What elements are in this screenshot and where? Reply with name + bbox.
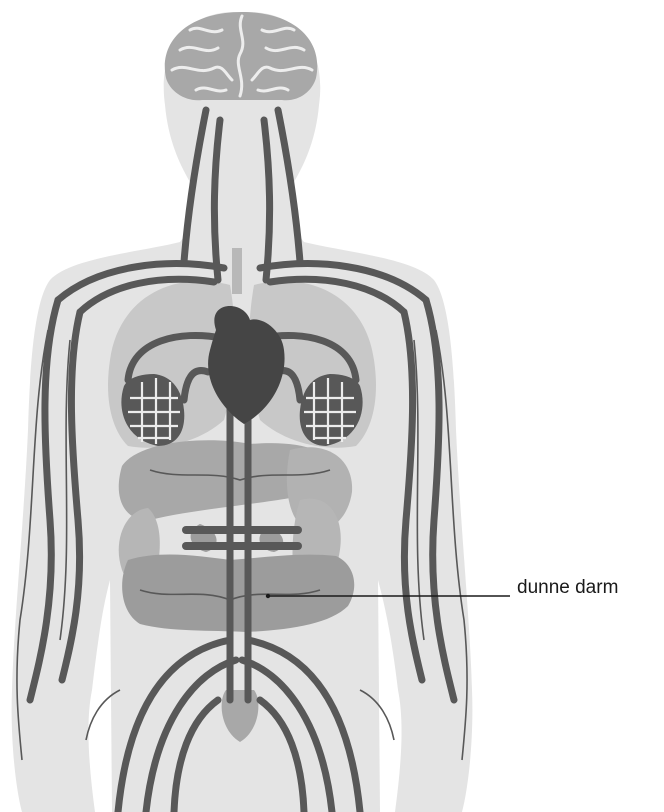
trachea: [232, 248, 242, 294]
small-intestine-label: dunne darm: [517, 578, 618, 597]
brain: [165, 12, 318, 100]
